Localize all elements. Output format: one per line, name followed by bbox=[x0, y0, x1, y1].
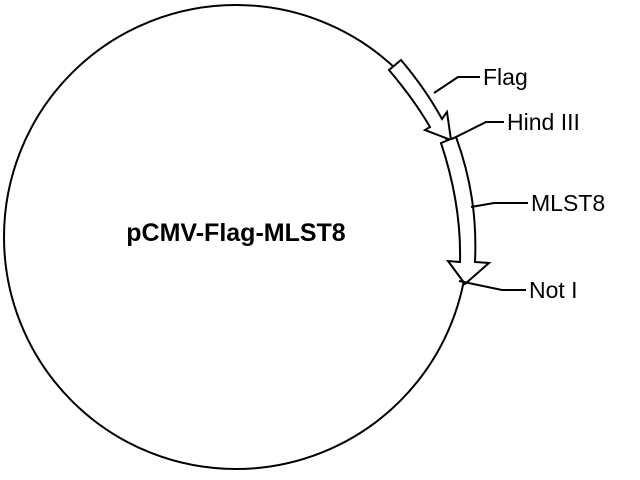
flag-leader-line bbox=[433, 76, 480, 94]
not1-leader-line bbox=[458, 280, 526, 291]
plasmid-name: pCMV-Flag-MLST8 bbox=[126, 219, 346, 247]
flag-feature-arrow bbox=[387, 58, 453, 142]
hind3-leader-line bbox=[451, 121, 504, 140]
hind3-label: Hind III bbox=[507, 109, 580, 135]
not1-label: Not I bbox=[529, 277, 578, 303]
mlst8-label: MLST8 bbox=[531, 190, 605, 216]
mlst8-leader-line bbox=[470, 202, 528, 208]
mlst8-feature-arrow bbox=[439, 135, 492, 286]
flag-label: Flag bbox=[483, 64, 528, 90]
